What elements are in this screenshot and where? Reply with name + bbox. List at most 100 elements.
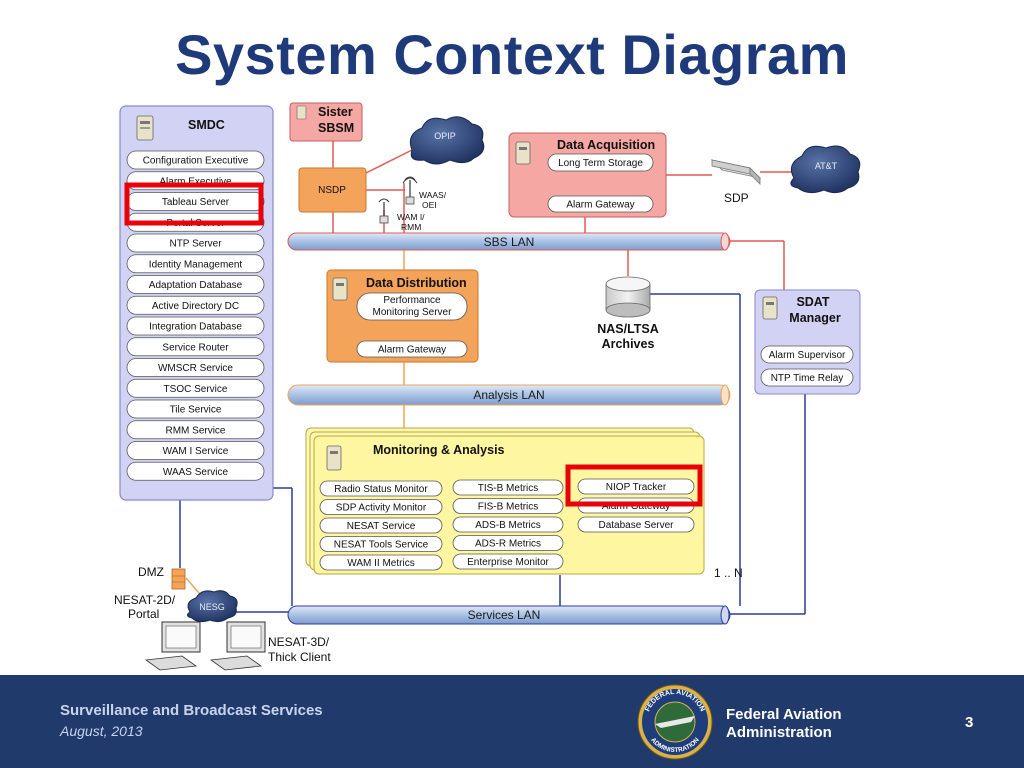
server-icon xyxy=(136,115,154,141)
waas-oei-line1: WAAS/ xyxy=(419,190,447,200)
monitoring-col2-item-pill xyxy=(452,479,564,496)
sister-line2: SBSM xyxy=(318,121,354,135)
smdc-item: RMM Service xyxy=(165,425,225,436)
dd-alarm-gateway: Alarm Gateway xyxy=(378,345,446,356)
smdc-item-pill xyxy=(126,441,265,460)
sdat-title-line2: Manager xyxy=(789,311,841,325)
monitoring-col1-item: Radio Status Monitor xyxy=(334,484,428,495)
monitoring-analysis-box: Monitoring & Analysis Radio Status Monit… xyxy=(305,427,705,575)
smdc-item: WAAS Service xyxy=(163,467,229,478)
footer-bar xyxy=(0,675,1024,768)
page-number: 3 xyxy=(965,714,974,731)
opip-label: OPIP xyxy=(434,131,456,141)
long-term-storage: Long Term Storage xyxy=(558,158,643,169)
sdat-title-line1: SDAT xyxy=(796,295,829,309)
smdc-item: Tile Service xyxy=(170,405,222,416)
monitoring-col2-item-pill xyxy=(452,535,564,551)
multiplicity-label: 1 .. N xyxy=(714,566,743,580)
smdc-item: TSOC Service xyxy=(164,384,228,395)
monitoring-col1-item-pill xyxy=(319,554,443,571)
agency-name: Federal Aviation Administration xyxy=(726,706,886,742)
monitoring-col3-item-pill xyxy=(577,516,695,533)
services-lan-label: Services LAN xyxy=(468,608,541,622)
smdc-item-pill xyxy=(126,295,265,315)
monitoring-col1-item-pill xyxy=(319,499,443,515)
smdc-item-pill xyxy=(126,461,265,481)
sdp-switch-icon xyxy=(710,159,762,185)
smdc-item: WAM I Service xyxy=(163,446,229,457)
smdc-title: SMDC xyxy=(188,118,225,132)
faa-seal-logo: FEDERAL AVIATION ADMINISTRATION xyxy=(637,684,713,760)
performance-monitoring-line1: Performance xyxy=(383,295,441,306)
smdc-item: Tableau Server xyxy=(162,197,230,208)
smdc-item-pill xyxy=(126,337,265,357)
sdat-item: Alarm Supervisor xyxy=(769,350,846,361)
smdc-item-pill xyxy=(126,358,265,377)
tableau-server-highlight xyxy=(124,182,264,226)
waas-oei-line2: OEI xyxy=(422,200,437,210)
monitoring-col2-item: ADS-R Metrics xyxy=(475,539,541,550)
smdc-item: Configuration Executive xyxy=(143,156,249,167)
data-distribution-title: Data Distribution xyxy=(366,276,467,290)
smdc-item: WMSCR Service xyxy=(158,363,233,374)
smdc-item-pill xyxy=(126,233,265,253)
sdat-item: NTP Time Relay xyxy=(771,373,844,384)
smdc-item-pill xyxy=(126,254,265,274)
monitoring-col1-item: NESAT Service xyxy=(347,521,416,532)
smdc-item-pill xyxy=(126,316,265,336)
nas-line2: Archives xyxy=(602,337,655,351)
da-alarm-gateway-pill xyxy=(547,195,654,213)
server-icon xyxy=(515,141,531,165)
smdc-item: Service Router xyxy=(162,342,229,353)
agency-line1: Federal Aviation xyxy=(726,706,842,723)
att-cloud-icon: AT&T xyxy=(790,145,861,194)
monitoring-col2-item-pill xyxy=(452,516,564,533)
data-acquisition-box: Data Acquisition Long Term StorageAlarm … xyxy=(508,132,667,218)
monitoring-col1-item: NESAT Tools Service xyxy=(334,540,429,551)
smdc-item: Alarm Executive xyxy=(159,176,232,187)
page-title: System Context Diagram xyxy=(175,23,849,86)
smdc-item: Integration Database xyxy=(149,322,242,333)
data-distribution-box: Data Distribution Performance Monitoring… xyxy=(326,269,479,363)
nesat3d-line2: Thick Client xyxy=(268,650,331,664)
smdc-item-pill xyxy=(126,399,265,419)
dmz-label: DMZ xyxy=(138,565,164,579)
monitoring-col2-item: Enterprise Monitor xyxy=(467,557,549,568)
monitoring-col1-item-pill xyxy=(319,480,443,497)
sdp-label: SDP xyxy=(724,191,749,205)
monitoring-col3-item: NIOP Tracker xyxy=(606,482,667,493)
server-icon xyxy=(332,277,348,301)
sdat-item-pill xyxy=(760,345,854,364)
workstation-icon xyxy=(209,621,266,671)
performance-monitoring-line2: Monitoring Server xyxy=(373,307,453,318)
footer-org: Surveillance and Broadcast Services xyxy=(60,702,323,719)
server-icon xyxy=(762,296,778,320)
nsdp-box: NSDP xyxy=(298,167,367,213)
smdc-item: NTP Server xyxy=(169,239,222,250)
sister-sbsm-box: Sister SBSM xyxy=(289,102,363,142)
monitoring-col1-item-pill xyxy=(319,517,443,534)
services-lan-bus: Services LAN xyxy=(287,605,731,625)
analysis-lan-label: Analysis LAN xyxy=(473,388,544,402)
server-icon xyxy=(326,445,342,471)
agency-line2: Administration xyxy=(726,724,832,741)
monitoring-col2-item: FIS-B Metrics xyxy=(478,502,539,513)
sister-line1: Sister xyxy=(318,105,353,119)
sdat-item-pill xyxy=(760,368,854,387)
monitoring-col2-item-pill xyxy=(452,553,564,570)
footer-date: August, 2013 xyxy=(60,723,143,739)
dmz-firewall-icon xyxy=(171,568,186,590)
smdc-item-pill xyxy=(126,150,265,170)
sbs-lan-label: SBS LAN xyxy=(484,235,535,249)
monitoring-col2-item: ADS-B Metrics xyxy=(475,520,541,531)
nas-line1: NAS/LTSA xyxy=(597,322,659,336)
server-icon xyxy=(296,105,307,120)
opip-cloud-icon: OPIP xyxy=(409,116,485,165)
smdc-item-pill xyxy=(126,420,265,440)
smdc-item: Adaptation Database xyxy=(149,280,243,291)
wam-rmm-line1: WAM I/ xyxy=(397,212,425,222)
antenna-icon xyxy=(402,176,418,205)
